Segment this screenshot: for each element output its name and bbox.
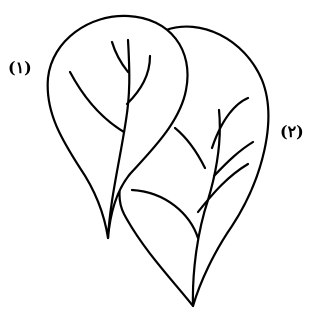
leaf-2-label: (٢) <box>280 124 304 140</box>
leaf-2-vein-upper <box>212 98 248 148</box>
leaf-1-label: (١) <box>8 60 32 76</box>
leaf-2-vein-mid-left <box>175 128 205 168</box>
leaf-2-vein-lower-left <box>132 190 198 238</box>
leaf-1 <box>48 16 188 238</box>
